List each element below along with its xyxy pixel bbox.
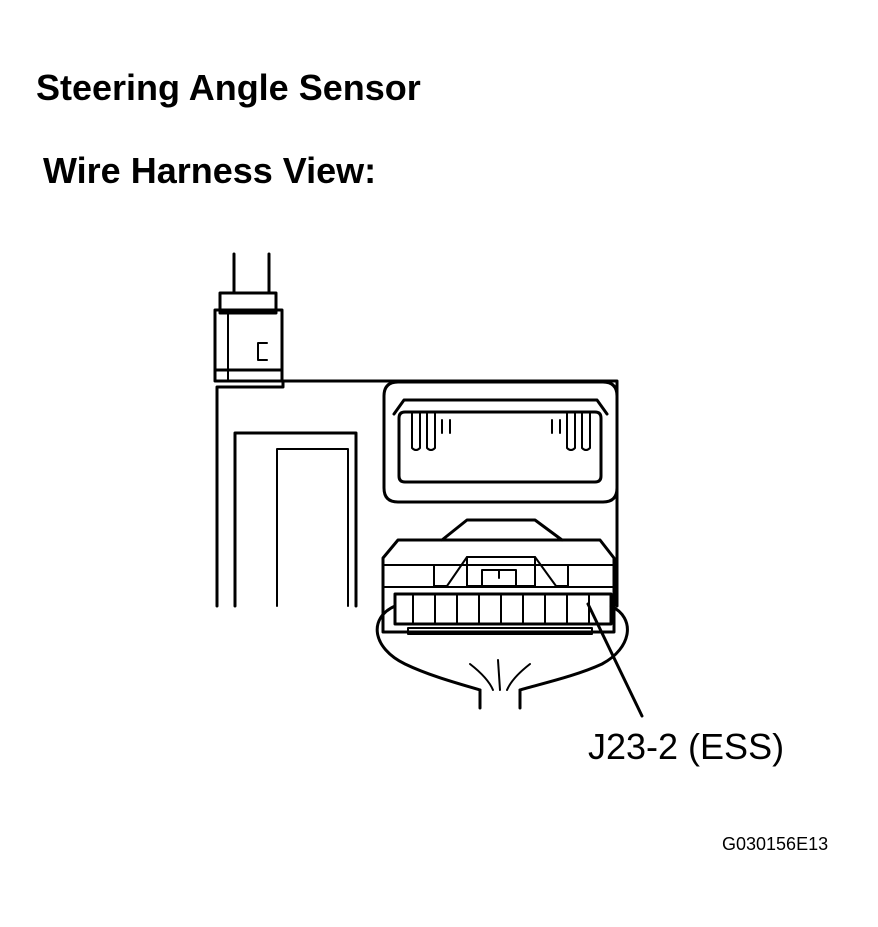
diagram-title: Steering Angle Sensor bbox=[36, 67, 421, 108]
harness-connector bbox=[383, 520, 614, 634]
terminal-dividers bbox=[413, 594, 589, 624]
upper-connector-cover bbox=[384, 382, 617, 502]
sensor-housing bbox=[217, 381, 617, 606]
upper-wire-clip bbox=[215, 254, 282, 381]
callout-leader-line bbox=[588, 604, 642, 716]
terminal-callout-label: J23-2 (ESS) bbox=[588, 726, 785, 767]
figure-id: G030156E13 bbox=[722, 834, 829, 854]
view-subtitle: Wire Harness View: bbox=[43, 150, 377, 191]
wire-bundle bbox=[377, 606, 627, 708]
